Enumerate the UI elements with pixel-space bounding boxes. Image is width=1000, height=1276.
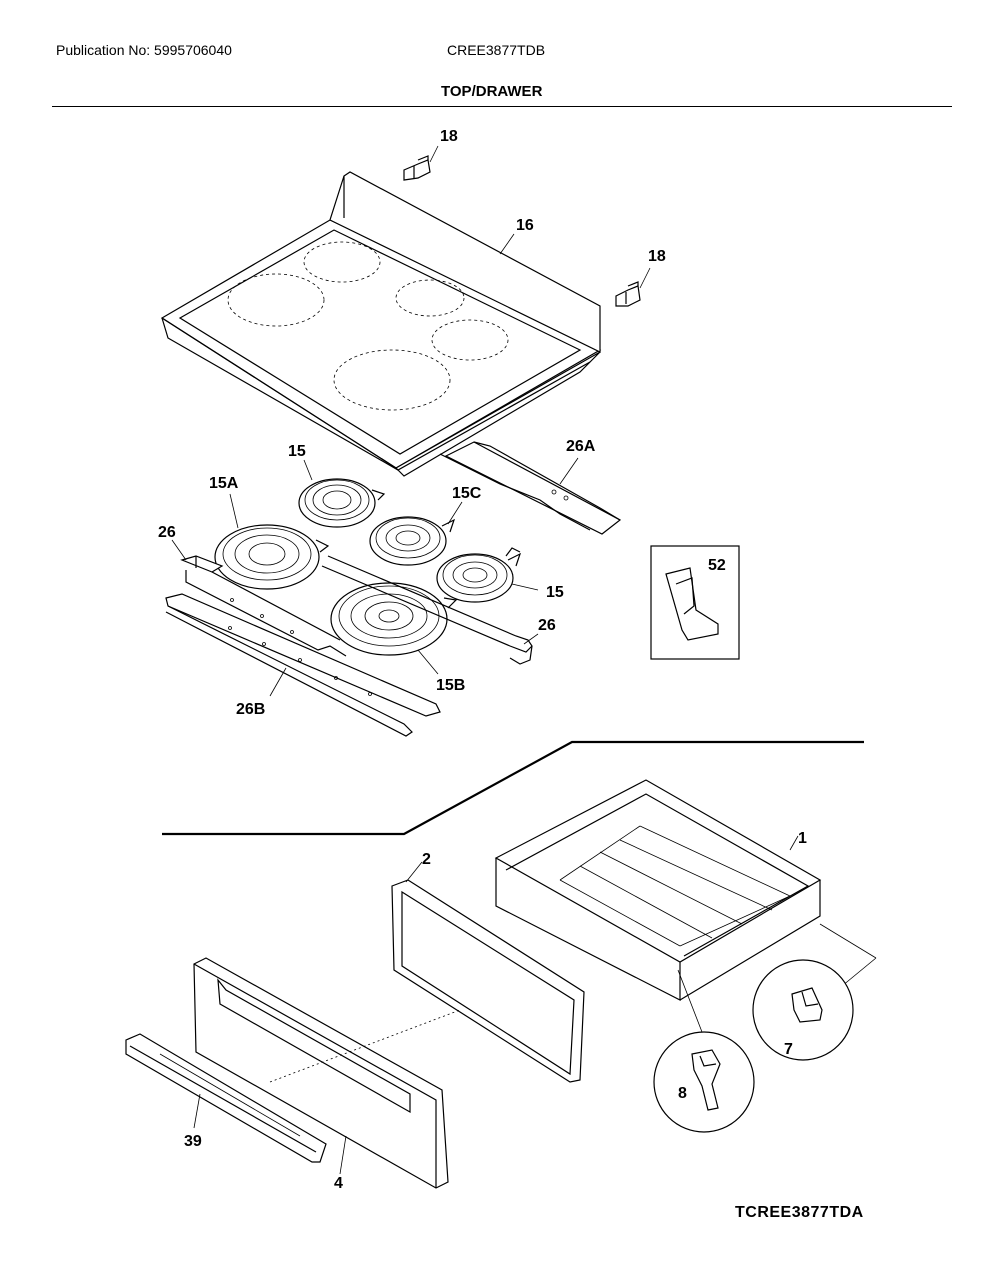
part-26-element-bracket-right <box>321 555 539 665</box>
callout-26-right: 26 <box>538 617 556 634</box>
part-2-drawer-liner-panel <box>391 861 585 1083</box>
part-52-inset <box>650 545 740 660</box>
diagram-code: TCREE3877TDA <box>735 1204 864 1221</box>
callout-16: 16 <box>516 217 534 234</box>
callout-15a: 15A <box>209 475 239 492</box>
part-18-bracket-left <box>403 145 439 181</box>
part-15c-element-center <box>369 501 463 566</box>
part-15-element-right <box>436 547 539 603</box>
callout-15c: 15C <box>452 485 482 502</box>
header-divider <box>52 106 952 107</box>
section-divider-line <box>162 740 864 836</box>
publication-number: Publication No: 5995706040 <box>56 42 232 58</box>
callout-15-right: 15 <box>546 584 564 601</box>
part-16-cooktop <box>160 171 602 477</box>
callout-39: 39 <box>184 1133 202 1150</box>
model-number: CREE3877TDB <box>447 42 546 58</box>
part-39-drawer-handle <box>125 1033 327 1163</box>
part-7-inset <box>752 923 877 1061</box>
part-8-inset <box>653 969 755 1133</box>
part-4-drawer-front <box>193 957 449 1189</box>
callout-52: 52 <box>708 557 726 574</box>
callout-15-rear: 15 <box>288 443 306 460</box>
callout-18-right: 18 <box>648 248 666 265</box>
part-15a-element-front-left <box>214 493 330 590</box>
callout-15b: 15B <box>436 677 465 694</box>
part-1-drawer-box <box>494 779 822 1001</box>
part-26a-bracket <box>439 441 622 535</box>
callout-26-left: 26 <box>158 524 176 541</box>
callout-8: 8 <box>678 1085 687 1102</box>
callout-4: 4 <box>334 1175 343 1192</box>
callout-18-top: 18 <box>440 128 458 145</box>
part-15-element-rear-left <box>298 459 386 528</box>
callout-7: 7 <box>784 1041 793 1058</box>
callout-26b: 26B <box>236 701 265 718</box>
callout-26a: 26A <box>566 438 596 455</box>
callout-2: 2 <box>422 851 431 868</box>
part-26b-brace <box>165 593 441 737</box>
part-26-element-bracket-left <box>171 539 347 657</box>
section-title: TOP/DRAWER <box>441 83 543 100</box>
part-18-bracket-right <box>615 267 651 307</box>
callout-1: 1 <box>798 830 807 847</box>
